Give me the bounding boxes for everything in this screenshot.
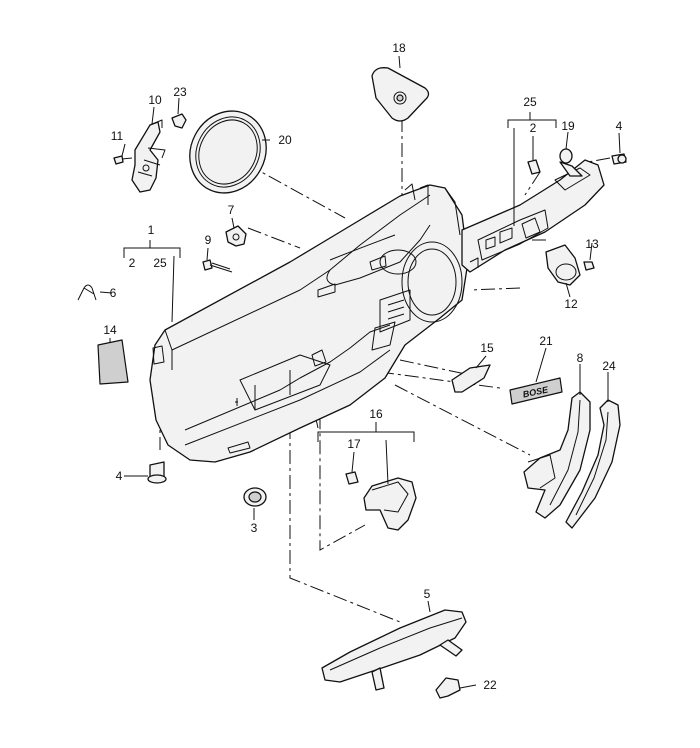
mirror-triangle-cover[interactable] xyxy=(371,67,430,122)
callout-6: 6 xyxy=(110,286,117,300)
callout-19: 19 xyxy=(561,119,575,133)
callout-13: 13 xyxy=(585,237,599,251)
callout-25-left: 25 xyxy=(153,256,167,270)
clip-22[interactable] xyxy=(435,677,461,699)
door-handle-mechanism[interactable] xyxy=(131,119,166,193)
bolt-4-right[interactable] xyxy=(611,153,627,165)
screw-9[interactable] xyxy=(202,259,233,273)
cover-15[interactable] xyxy=(451,364,491,393)
block-17[interactable] xyxy=(345,471,359,485)
callout-22: 22 xyxy=(483,678,497,692)
callout-25-right: 25 xyxy=(523,95,537,109)
speaker-ring[interactable] xyxy=(176,98,281,207)
trim-strip-24[interactable] xyxy=(565,399,621,529)
callout-14: 14 xyxy=(103,323,117,337)
leader-lines xyxy=(99,55,621,689)
armrest-pad-16[interactable] xyxy=(363,477,417,531)
bracket-7[interactable] xyxy=(225,225,247,247)
callout-4-right: 4 xyxy=(616,119,623,133)
callout-8: 8 xyxy=(577,351,584,365)
callout-9: 9 xyxy=(205,233,212,247)
callout-2-left: 2 xyxy=(129,256,136,270)
callout-5: 5 xyxy=(424,587,431,601)
trim-strip-8[interactable] xyxy=(523,391,591,519)
door-trim-panel[interactable] xyxy=(149,183,469,463)
clip-23[interactable] xyxy=(171,113,187,129)
grommet-3[interactable] xyxy=(243,487,267,507)
screw-13[interactable] xyxy=(583,261,595,271)
callout-4-left: 4 xyxy=(116,469,123,483)
callout-24: 24 xyxy=(602,359,616,373)
callout-7: 7 xyxy=(228,203,235,217)
callout-21: 21 xyxy=(539,334,553,348)
callout-labels: 1 2 25 25 2 3 4 4 5 6 7 8 9 10 11 12 13 … xyxy=(103,41,622,692)
cap-19[interactable] xyxy=(559,148,583,177)
tweeter-housing[interactable] xyxy=(545,244,581,286)
callout-23: 23 xyxy=(173,85,187,99)
callout-3: 3 xyxy=(251,521,258,535)
callout-1: 1 xyxy=(148,223,155,237)
callout-16: 16 xyxy=(369,407,383,421)
callout-12: 12 xyxy=(564,297,578,311)
flap-14[interactable] xyxy=(97,339,129,385)
callout-15: 15 xyxy=(480,341,494,355)
armrest-5[interactable] xyxy=(321,609,467,691)
callout-10: 10 xyxy=(148,93,162,107)
bose-badge: BOSE xyxy=(509,377,563,405)
clip-2-right[interactable] xyxy=(527,159,541,175)
screw-11[interactable] xyxy=(113,155,133,165)
bolt-4-left[interactable] xyxy=(147,461,167,484)
upper-trim-cover[interactable] xyxy=(461,159,605,273)
callout-18: 18 xyxy=(392,41,406,55)
callout-17: 17 xyxy=(347,437,361,451)
callout-20: 20 xyxy=(278,133,292,147)
callout-11: 11 xyxy=(111,129,124,143)
spring-clip-6[interactable] xyxy=(77,284,97,301)
callout-2-right: 2 xyxy=(530,121,537,135)
